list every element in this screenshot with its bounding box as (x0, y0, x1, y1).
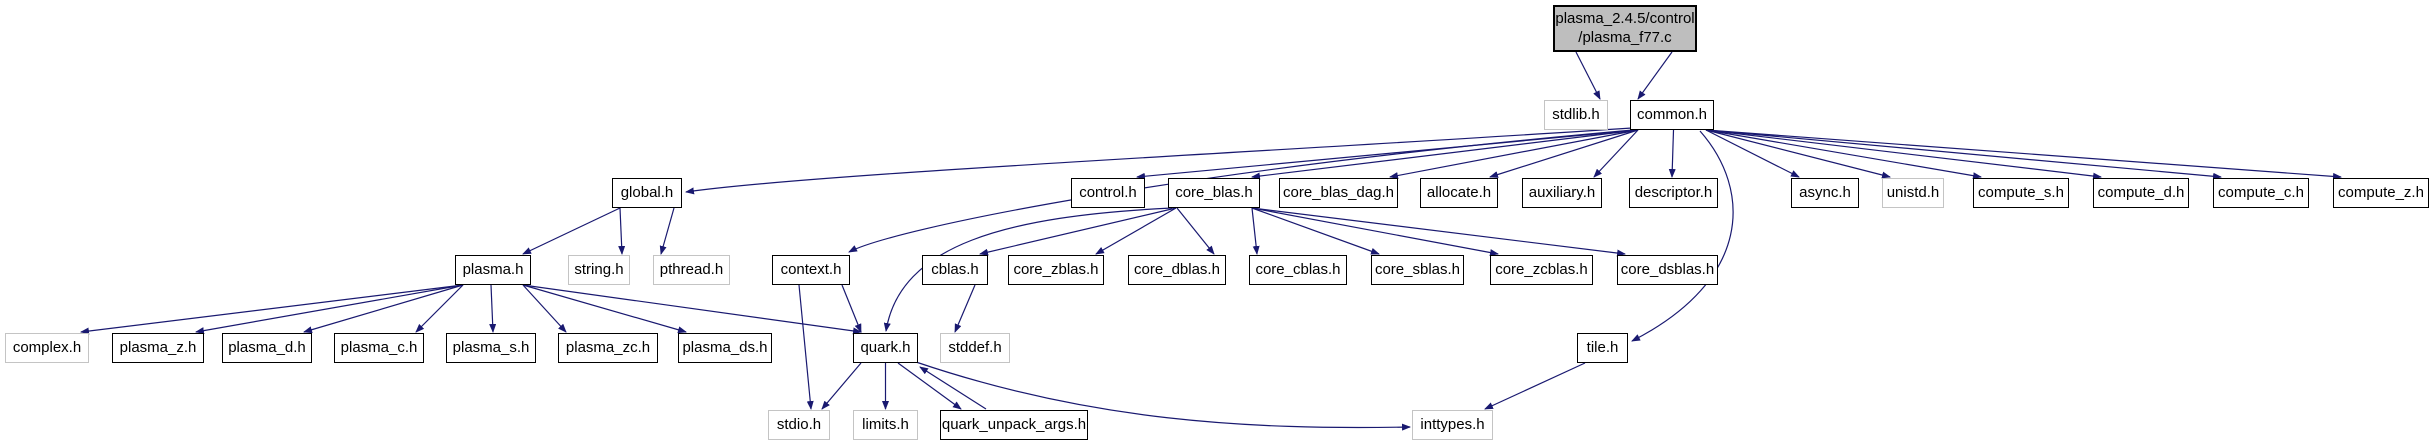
edge-quark-to-inttypes (915, 361, 1411, 431)
edge-plasma-to-plasma_zc (522, 284, 567, 333)
node-plasma_c[interactable]: plasma_c.h (334, 333, 424, 363)
node-stddef: stddef.h (940, 333, 1010, 363)
node-string: string.h (568, 255, 630, 285)
node-core_blas[interactable]: core_blas.h (1168, 178, 1260, 208)
node-plasma_ds[interactable]: plasma_ds.h (678, 333, 772, 363)
node-root: plasma_2.4.5/control /plasma_f77.c (1553, 5, 1697, 52)
edge-common-to-auxiliary (1593, 129, 1639, 178)
edge-global-to-string (618, 207, 626, 255)
node-cblas[interactable]: cblas.h (922, 255, 988, 285)
node-plasma_z[interactable]: plasma_z.h (112, 333, 204, 363)
edge-plasma-to-plasma_s (489, 284, 497, 333)
edge-plasma-to-plasma_ds (522, 284, 687, 334)
edge-common-to-unistd (1705, 129, 1891, 179)
edge-common-to-tile (1631, 130, 1734, 342)
node-allocate[interactable]: allocate.h (1420, 178, 1498, 208)
node-plasma[interactable]: plasma.h (455, 255, 531, 285)
edge-plasma-to-plasma_z (195, 284, 464, 335)
node-tile[interactable]: tile.h (1577, 333, 1628, 363)
edge-core_blas-to-core_dsblas (1251, 207, 1626, 257)
node-limits: limits.h (853, 410, 918, 440)
edge-quark_unpack_args-to-quark (919, 366, 987, 410)
edge-common-to-compute_z (1705, 129, 2342, 180)
edge-common-to-global (685, 127, 1633, 195)
edge-cblas-to-stddef (954, 284, 976, 333)
node-stdio: stdio.h (768, 410, 830, 440)
edge-plasma-to-quark (522, 284, 862, 335)
edge-root-to-common (1637, 51, 1673, 100)
edge-quark-to-stdio (821, 362, 862, 410)
node-core_dblas[interactable]: core_dblas.h (1128, 255, 1226, 285)
node-core_blas_dag[interactable]: core_blas_dag.h (1279, 178, 1398, 208)
node-context[interactable]: context.h (772, 255, 850, 285)
edge-core_blas-to-core_zcblas (1251, 207, 1499, 256)
node-common[interactable]: common.h (1630, 100, 1714, 130)
edge-core_blas-to-core_zblas (1095, 207, 1177, 255)
node-quark[interactable]: quark.h (853, 333, 918, 363)
node-core_sblas[interactable]: core_sblas.h (1371, 255, 1464, 285)
edge-global-to-plasma (522, 207, 621, 255)
edge-core_blas-to-core_cblas (1251, 207, 1260, 255)
edge-common-to-compute_d (1705, 129, 2102, 180)
edge-common-to-core_blas (1251, 129, 1639, 180)
edge-common-to-async (1705, 129, 1800, 178)
edge-tile-to-inttypes (1484, 362, 1586, 410)
edge-plasma-to-complex (80, 284, 464, 335)
edge-core_blas-to-core_dblas (1176, 207, 1215, 255)
node-quark_unpack_args[interactable]: quark_unpack_args.h (940, 410, 1088, 440)
node-control[interactable]: control.h (1071, 178, 1145, 208)
node-inttypes: inttypes.h (1412, 410, 1493, 440)
node-unistd: unistd.h (1882, 178, 1944, 208)
node-pthread: pthread.h (653, 255, 730, 285)
edge-plasma-to-plasma_d (303, 284, 464, 334)
node-complex: complex.h (5, 333, 89, 363)
node-plasma_d[interactable]: plasma_d.h (222, 333, 312, 363)
node-stdlib: stdlib.h (1544, 100, 1608, 130)
node-plasma_s[interactable]: plasma_s.h (446, 333, 536, 363)
edge-common-to-compute_c (1705, 129, 2222, 180)
edge-common-to-control (1136, 129, 1639, 180)
edge-common-to-compute_s (1705, 129, 1982, 180)
node-core_zblas[interactable]: core_zblas.h (1008, 255, 1104, 285)
node-compute_d[interactable]: compute_d.h (2093, 178, 2189, 208)
edge-common-to-core_blas_dag (1389, 129, 1639, 179)
edge-root-to-stdlib (1575, 51, 1601, 100)
edge-core_blas-to-core_sblas (1251, 207, 1380, 255)
node-auxiliary[interactable]: auxiliary.h (1522, 178, 1602, 208)
edge-core_blas-to-cblas (979, 207, 1177, 256)
node-global[interactable]: global.h (612, 178, 682, 208)
edge-plasma-to-plasma_c (415, 284, 464, 333)
node-core_dsblas[interactable]: core_dsblas.h (1617, 255, 1718, 285)
node-compute_s[interactable]: compute_s.h (1973, 178, 2069, 208)
edge-quark-to-quark_unpack_args (897, 362, 962, 410)
edge-context-to-quark (841, 284, 862, 333)
node-core_cblas[interactable]: core_cblas.h (1249, 255, 1347, 285)
node-async[interactable]: async.h (1791, 178, 1859, 208)
edge-common-to-descriptor (1668, 129, 1676, 178)
node-descriptor[interactable]: descriptor.h (1629, 178, 1718, 208)
node-compute_c[interactable]: compute_c.h (2213, 178, 2309, 208)
edge-core_blas-to-quark (883, 207, 1173, 332)
edge-common-to-allocate (1489, 129, 1639, 178)
edge-context-to-stdio (798, 284, 814, 410)
node-plasma_zc[interactable]: plasma_zc.h (558, 333, 658, 363)
node-core_zcblas[interactable]: core_zcblas.h (1490, 255, 1593, 285)
node-compute_z[interactable]: compute_z.h (2333, 178, 2429, 208)
edge-global-to-pthread (659, 207, 675, 255)
